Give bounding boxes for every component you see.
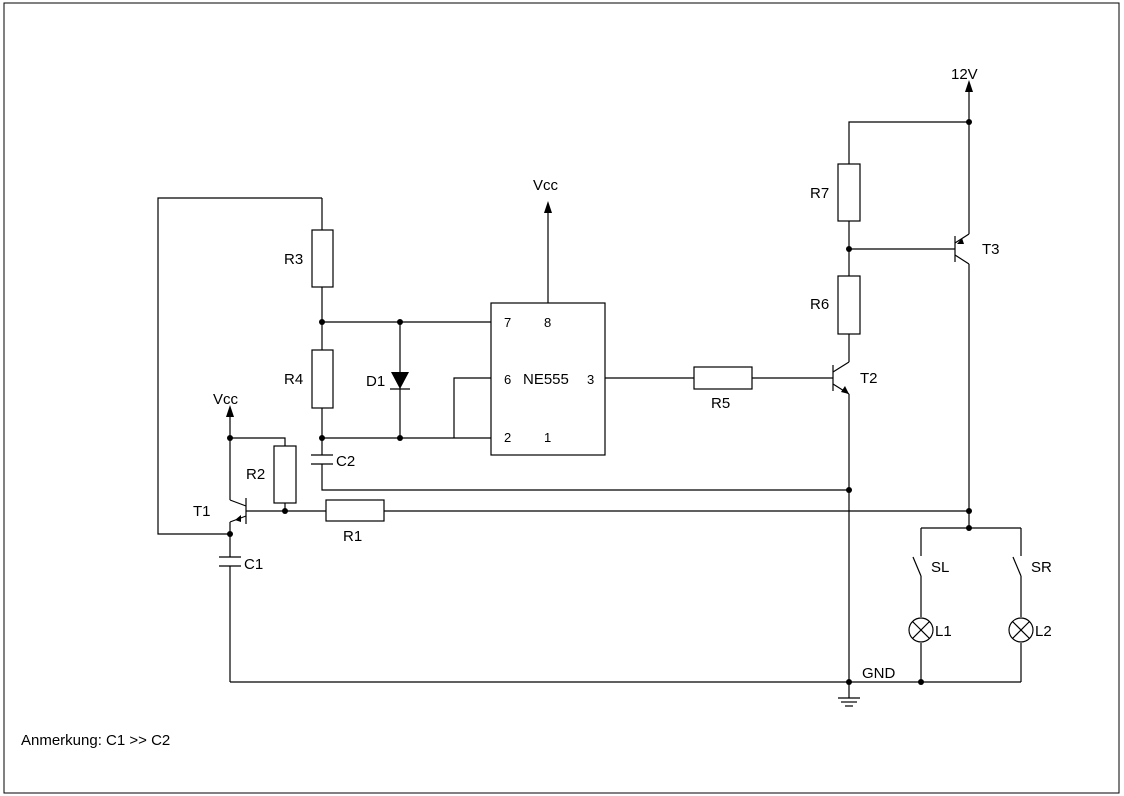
label-r1: R1 bbox=[343, 528, 362, 545]
capacitor-c1 bbox=[219, 556, 241, 567]
label-ne555: NE555 bbox=[523, 371, 569, 388]
pin-6: 6 bbox=[504, 372, 511, 387]
resistor-r7 bbox=[837, 163, 861, 222]
label-r2: R2 bbox=[246, 466, 265, 483]
label-vcc-left: Vcc bbox=[213, 391, 239, 408]
transistor-t2 bbox=[832, 361, 850, 395]
label-r6: R6 bbox=[810, 296, 829, 313]
label-l1: L1 bbox=[935, 623, 952, 640]
label-l2: L2 bbox=[1035, 623, 1052, 640]
resistor-r4 bbox=[311, 349, 334, 409]
label-d1: D1 bbox=[366, 373, 385, 390]
switch-sr bbox=[1012, 556, 1022, 577]
label-sr: SR bbox=[1031, 559, 1052, 576]
resistor-r3 bbox=[311, 229, 334, 288]
label-sl: SL bbox=[931, 559, 949, 576]
label-vcc-top: Vcc bbox=[533, 177, 559, 194]
note-text: Anmerkung: C1 >> C2 bbox=[21, 732, 170, 749]
pin-8: 8 bbox=[544, 315, 551, 330]
resistor-r5 bbox=[693, 366, 753, 390]
label-c2: C2 bbox=[336, 453, 355, 470]
pin-3: 3 bbox=[587, 372, 594, 387]
label-gnd: GND bbox=[862, 665, 896, 682]
label-t1: T1 bbox=[193, 503, 211, 520]
label-c1: C1 bbox=[244, 556, 263, 573]
pin-1: 1 bbox=[544, 430, 551, 445]
frame bbox=[3, 2, 1120, 794]
label-r5: R5 bbox=[711, 395, 730, 412]
resistor-r2 bbox=[273, 445, 297, 504]
transistor-t1 bbox=[229, 498, 247, 524]
wires bbox=[157, 88, 1022, 698]
capacitor-c2 bbox=[311, 454, 333, 465]
lamp-l2 bbox=[1008, 617, 1034, 643]
vcc-top-arrow bbox=[544, 201, 552, 213]
pin-2: 2 bbox=[504, 430, 511, 445]
pin-7: 7 bbox=[504, 315, 511, 330]
label-t2: T2 bbox=[860, 370, 878, 387]
v12-arrow bbox=[965, 80, 973, 92]
diode-d1 bbox=[390, 372, 410, 390]
label-12v: 12V bbox=[951, 66, 978, 83]
ground-symbol bbox=[838, 697, 860, 707]
label-t3: T3 bbox=[982, 241, 1000, 258]
lamp-l1 bbox=[908, 617, 934, 643]
transistor-t3 bbox=[954, 233, 970, 265]
junctions bbox=[227, 119, 972, 685]
ic-ne555 bbox=[490, 302, 606, 456]
label-r3: R3 bbox=[284, 251, 303, 268]
vcc-left-arrow bbox=[226, 405, 234, 417]
label-r4: R4 bbox=[284, 371, 303, 388]
resistor-r1 bbox=[325, 499, 385, 522]
resistor-r6 bbox=[837, 275, 861, 335]
switch-sl bbox=[912, 556, 922, 577]
label-r7: R7 bbox=[810, 185, 829, 202]
